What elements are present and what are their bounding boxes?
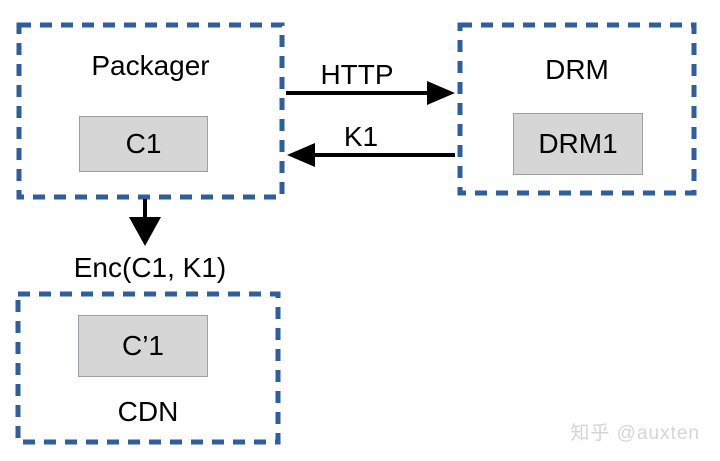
k1-arrow xyxy=(287,143,455,167)
http-edge-label: HTTP xyxy=(320,59,394,90)
enc-arrow xyxy=(129,199,161,246)
c-prime-1-chip: C’1 xyxy=(78,315,208,377)
c1-chip-label: C1 xyxy=(125,128,162,159)
k1-edge-label: K1 xyxy=(343,121,379,152)
cdn-node-label: CDN xyxy=(117,396,179,427)
http-arrow xyxy=(286,81,455,105)
k1-arrowhead-left-icon xyxy=(287,143,315,167)
c-prime-1-chip-label: C’1 xyxy=(121,330,164,361)
c1-chip: C1 xyxy=(79,116,208,172)
drm-node-label: DRM xyxy=(545,54,609,85)
http-arrowhead-right-icon xyxy=(427,81,455,105)
drm-box-border xyxy=(457,22,697,196)
drm1-chip: DRM1 xyxy=(513,113,643,175)
enc-arrowhead-down-icon xyxy=(129,217,161,246)
drm1-chip-label: DRM1 xyxy=(538,128,618,159)
cdn-box-border xyxy=(15,291,281,445)
zhihu-watermark: 知乎 @auxten xyxy=(570,423,700,444)
enc-edge-label: Enc(C1, K1) xyxy=(73,252,227,283)
packager-box-border xyxy=(16,22,285,200)
packager-node-label: Packager xyxy=(91,50,210,81)
